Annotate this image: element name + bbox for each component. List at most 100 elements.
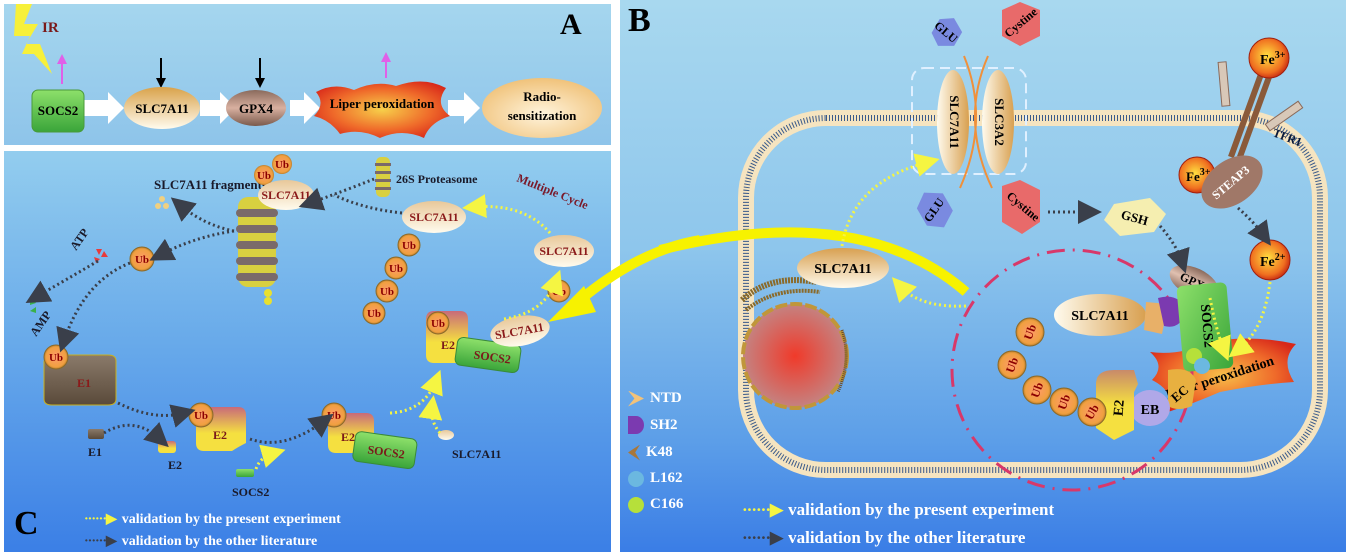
key-ntd: NTD: [628, 390, 682, 407]
legend-experiment: ······▶ validation by the present experi…: [84, 511, 341, 528]
legend-experiment-b: ······▶ validation by the present experi…: [742, 500, 1054, 520]
svg-text:Ub: Ub: [380, 286, 394, 298]
slc7a11-node: [402, 201, 466, 233]
slc3a2-transporter-label: SLC3A2: [992, 98, 1007, 146]
panel-c-canvas: SLC7A11 fragments Ub Ub SLC7A11 26S Prot…: [25, 154, 594, 499]
slc7a11-label: SLC7A11: [409, 210, 458, 224]
gpx4-node: [226, 90, 286, 126]
svg-text:Ub: Ub: [1055, 392, 1074, 412]
panel-c-letter: C: [14, 505, 39, 542]
fragments-icon: [155, 196, 169, 209]
lipid-peroxidation-label: Liper peroxidation: [330, 96, 435, 111]
panel-a: IR A SOCS2 SLC7A11 GPX4 Liper peroxidati…: [4, 4, 611, 145]
svg-text:Ub: Ub: [1028, 380, 1047, 400]
l162-key-icon: [628, 470, 644, 487]
complex-e2-node: [1096, 370, 1138, 440]
proteasome-label: 26S Proteasome: [396, 172, 478, 186]
panel-b-canvas: SLC7A11 SLC3A2 GLU GLU Cystine Cystine G…: [658, 2, 1328, 492]
flow-arrows: [80, 92, 480, 124]
system-xc-box: [911, 67, 1027, 175]
cystine-out-icon: [1002, 2, 1040, 46]
ub-chain: Ub Ub Ub Ub: [362, 233, 421, 325]
literature-arrows: [25, 177, 403, 448]
key-k48: K48: [628, 444, 673, 461]
ub-icon: [272, 154, 292, 174]
svg-text:Ub: Ub: [402, 240, 416, 252]
socs2-small-label: SOCS2: [232, 485, 269, 499]
sh2-key-icon: [628, 416, 644, 434]
ub-label: Ub: [135, 254, 149, 266]
legend-literature: ······▶ validation by the other literatu…: [84, 533, 317, 550]
lipid-peroxidation-node: [314, 81, 450, 138]
glu-out-icon: [931, 18, 963, 46]
socs2-node: [31, 89, 85, 133]
radiosensitization-label-1: Radio-: [523, 89, 561, 104]
slc7a11-label: SLC7A11: [539, 244, 588, 258]
svg-text:Ub: Ub: [1082, 402, 1102, 423]
legend-literature-label: validation by the other literature: [121, 533, 318, 549]
gsh-label: GSH: [1119, 207, 1149, 229]
slc7a11-small-icon: [438, 430, 454, 440]
yellow-dotted-arrow-icon: ······▶: [84, 512, 117, 527]
ub-label: Ub: [327, 410, 341, 422]
gpx4-label: GPX4: [239, 101, 273, 116]
slc7a11-free-node: [797, 248, 889, 288]
multiple-cycle-label: Multiple Cycle: [515, 171, 591, 213]
key-c166-label: C166: [650, 496, 684, 512]
dark-dotted-arrow-icon: ······▶: [742, 528, 783, 547]
e2-label: E2: [213, 428, 227, 442]
e2-small-label: E2: [168, 458, 182, 472]
dark-dotted-arrow-icon: ······▶: [84, 534, 117, 549]
eb-node: [1130, 390, 1170, 426]
small-proteasome-icon: [375, 157, 391, 197]
socs2-node: [352, 431, 418, 470]
fragments-label: SLC7A11 fragments: [154, 177, 267, 192]
key-l162: L162: [628, 470, 683, 487]
e2-small-icon: [158, 441, 176, 453]
ub-label: Ub: [275, 159, 289, 171]
amp-icon: [30, 297, 36, 313]
ubiquitination-complex-boundary: [950, 248, 1194, 492]
atp-icon: [94, 249, 108, 263]
ub-label: Ub: [194, 410, 208, 422]
nucleus-icon: [739, 277, 849, 410]
legend-literature-b: ······▶ validation by the other literatu…: [742, 528, 1025, 548]
atp-label: ATP: [67, 226, 92, 253]
regulation-arrows: [57, 52, 391, 88]
svg-text:Ub: Ub: [1003, 355, 1022, 375]
slc7a11-label: SLC7A11: [261, 188, 310, 202]
key-k48-label: K48: [646, 444, 673, 460]
slc7a11-node: [124, 87, 200, 129]
panel-b-letter: B: [628, 2, 651, 39]
ntd-key-icon: [628, 390, 644, 407]
complex-slc7a11-node: [1054, 294, 1146, 336]
fe3-out-icon: [1248, 37, 1290, 79]
key-c166: C166: [628, 496, 683, 513]
e1-label: E1: [77, 376, 91, 390]
slc7a11-free-label: SLC7A11: [814, 262, 872, 277]
svg-text:Ub: Ub: [367, 308, 381, 320]
experiment-arrows-b: [840, 153, 1272, 362]
amp-label: AMP: [27, 308, 54, 338]
e2-label: E2: [441, 338, 455, 352]
fe3-in-label: Fe3+: [1186, 167, 1211, 184]
ub-label: Ub: [257, 170, 271, 182]
panel-a-canvas: IR A SOCS2 SLC7A11 GPX4 Liper peroxidati…: [14, 4, 602, 138]
radiosensitization-node: [482, 78, 602, 138]
exchange-arrows: [959, 55, 993, 189]
ub-icon: [426, 311, 450, 335]
glu-in-icon: [916, 192, 953, 228]
key-sh2-label: SH2: [650, 416, 678, 433]
lightning-bolt-icon: [14, 4, 52, 74]
key-l162-label: L162: [650, 470, 683, 486]
panel-a-letter: A: [560, 8, 582, 41]
membrane-lipid-tails: [743, 115, 1323, 473]
proteasome-icon: [236, 197, 278, 305]
complex-slc7a11-label: SLC7A11: [1071, 309, 1129, 324]
gsh-icon: [1104, 198, 1166, 236]
socs2-node: [454, 336, 522, 374]
tfr1-receptor-icon: [1217, 61, 1304, 159]
ec-node: [1168, 369, 1196, 409]
slc7a11-node: [490, 315, 550, 347]
socs2-label: SOCS2: [473, 347, 512, 366]
